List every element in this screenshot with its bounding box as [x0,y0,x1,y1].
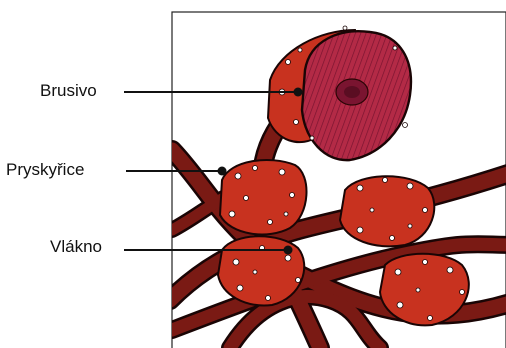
label-abrasive: Brusivo [40,82,97,99]
leader-dot-fiber [284,246,293,255]
label-resin: Pryskyřice [6,161,84,178]
label-fiber: Vlákno [50,238,102,255]
leader-dot-abrasive [294,88,303,97]
leader-dot-resin [218,167,227,176]
